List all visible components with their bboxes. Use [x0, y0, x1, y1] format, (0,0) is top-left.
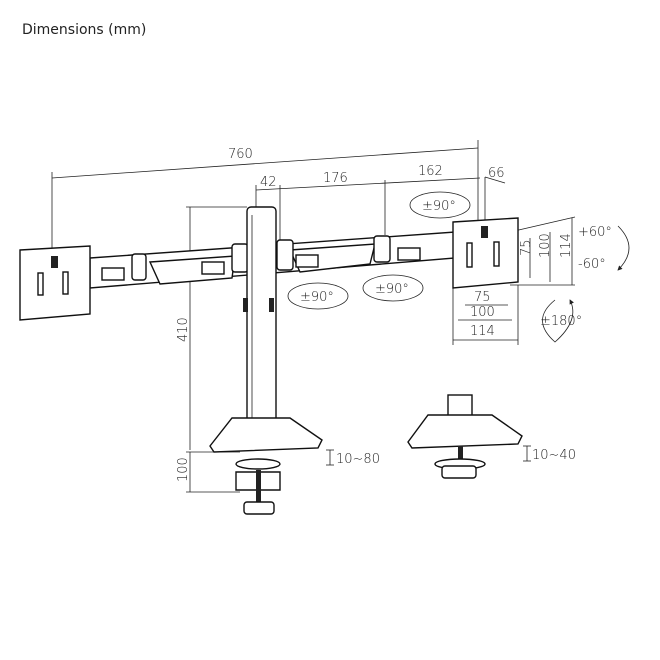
vesa-mid-h-label: 100: [538, 233, 553, 258]
rotate-label: ±180°: [540, 314, 582, 329]
clamp-height-label: 100: [176, 457, 191, 482]
left-vesa-plate: [19, 245, 91, 321]
plate-h-label: 114: [559, 233, 574, 258]
vesa-small-h-label: 75: [519, 239, 534, 256]
pole: [243, 206, 277, 433]
pole-width-label: 42: [260, 175, 277, 190]
swivel-left-label: ±90°: [300, 290, 334, 305]
rotation-arrows: [287, 191, 630, 343]
plate-w-label: 114: [470, 324, 495, 339]
desk-clamp-base: [209, 417, 323, 515]
swivel-mid-label: ±90°: [375, 282, 409, 297]
grommet-base: [407, 394, 523, 479]
vesa-mid-w-label: 100: [470, 305, 495, 320]
swivel-top-label: ±90°: [422, 199, 456, 214]
arm-outer-label: 162: [418, 164, 443, 179]
right-vesa-plate: [452, 217, 519, 289]
vesa-small-w-label: 75: [474, 290, 491, 305]
total-width-label: 760: [228, 147, 253, 162]
plate-offset-label: 66: [488, 166, 505, 181]
clamp-range-label: 10~80: [336, 452, 380, 467]
dimension-lines: [51, 140, 576, 493]
arm-inner-label: 176: [323, 171, 348, 186]
diagram-title: Dimensions (mm): [22, 22, 147, 38]
tilt-up-label: +60°: [578, 225, 612, 240]
pole-height-label: 410: [176, 317, 191, 342]
grommet-range-label: 10~40: [532, 448, 576, 463]
tilt-down-label: -60°: [578, 257, 606, 272]
